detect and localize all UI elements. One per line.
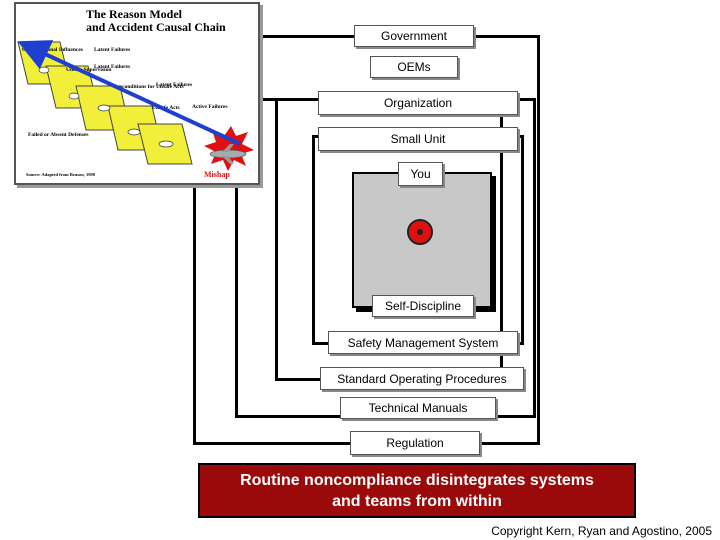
label-standard-operating-procedures: Standard Operating Procedures [320, 367, 524, 390]
inset-title-line-2: and Accident Causal Chain [86, 20, 226, 34]
copyright-text: Copyright Kern, Ryan and Agostino, 2005 [491, 524, 712, 538]
label-self-discipline: Self-Discipline [372, 295, 474, 317]
target-icon [407, 219, 433, 245]
txt-source: Source: Adapted from Reason, 1990 [26, 172, 96, 177]
label-technical-manuals: Technical Manuals [340, 397, 496, 419]
swiss-cheese-graphic: Organizational Influences Latent Failure… [17, 40, 254, 179]
txt-failed-defenses: Failed or Absent Defenses [28, 132, 89, 138]
txt-preconditions: Preconditions for Unsafe Acts [114, 84, 184, 90]
txt-org-influences: Organizational Influences [22, 47, 83, 53]
inset-title: The Reason Model and Accident Causal Cha… [86, 8, 226, 34]
inset-title-line-1: The Reason Model [86, 7, 182, 21]
reason-model-inset: The Reason Model and Accident Causal Cha… [14, 2, 260, 185]
label-safety-management-system: Safety Management System [328, 331, 518, 354]
banner-line-1: Routine noncompliance disintegrates syst… [240, 471, 594, 489]
noncompliance-banner: Routine noncompliance disintegrates syst… [198, 463, 636, 518]
label-small-unit: Small Unit [318, 127, 518, 151]
label-organization: Organization [318, 91, 518, 115]
label-regulation: Regulation [350, 431, 480, 455]
airplane-icon [209, 144, 247, 164]
txt-latent-2: Latent Failures [94, 64, 130, 70]
txt-mishap: Mishap [204, 170, 230, 179]
label-you: You [398, 162, 443, 186]
causal-arrow-icon [17, 40, 241, 146]
label-oems: OEMs [370, 56, 458, 78]
banner-line-2: and teams from within [332, 492, 502, 510]
txt-unsafe-supervision: Unsafe Supervision [66, 67, 111, 73]
txt-active: Active Failures [192, 104, 228, 110]
label-government: Government [354, 25, 474, 47]
txt-latent-1: Latent Failures [94, 47, 130, 53]
cheese-slices: Organizational Influences Latent Failure… [17, 41, 228, 177]
txt-latent-3: Latent Failures [156, 82, 192, 88]
